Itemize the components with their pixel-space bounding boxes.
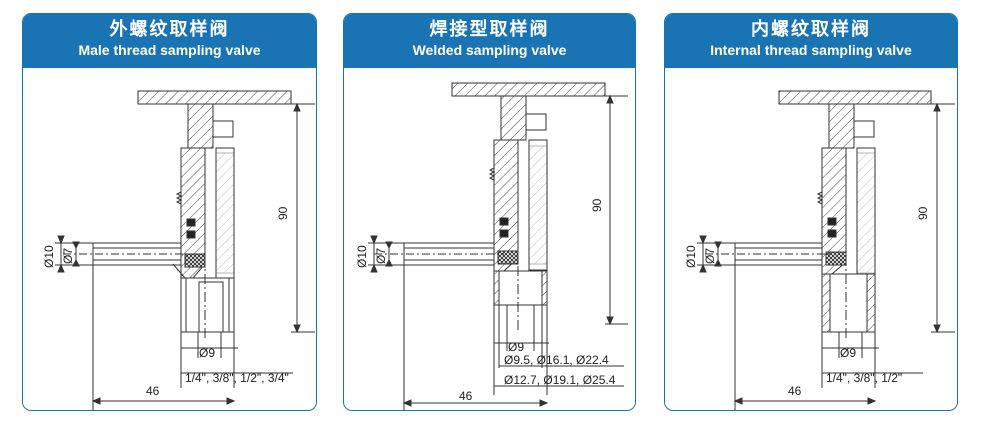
length-dim-label: 46 [788, 384, 802, 398]
card-title-en: Male thread sampling valve [78, 42, 261, 58]
outer-dia-label: Ø10 [355, 245, 369, 268]
thread-sizes-label: 1/4", 3/8", 1/2" [826, 371, 902, 385]
height-dim-label: 90 [916, 206, 930, 220]
gasket [497, 250, 519, 265]
thread-sizes-label: 1/4", 3/8", 1/2", 3/4" [185, 371, 289, 385]
bore-dia-label: Ø9 [840, 346, 856, 360]
weld-end [493, 270, 548, 306]
thread-socket [821, 273, 876, 333]
welded-valve-drawing: 90 Ø10 Ø7 Ø9 Ø9.5, Ø16.1, Ø22.4 Ø12.7, Ø… [355, 82, 628, 410]
length-dim-label: 46 [146, 384, 160, 398]
seal-ring [186, 218, 196, 227]
inner-dia-label: Ø7 [61, 248, 75, 264]
seal-ring [499, 217, 509, 226]
stem-neck [828, 103, 855, 149]
card-title-cn: 内螺纹取样阀 [751, 19, 871, 40]
internal-thread-valve-drawing: 90 Ø10 Ø7 Ø9 1/4", 3/8", 1/2" 46 [684, 90, 955, 410]
card-title-en: Welded sampling valve [412, 42, 567, 58]
outer-dia-label: Ø10 [684, 245, 698, 268]
stem-neck [500, 95, 527, 141]
weld-sizes-1-label: Ø9.5, Ø16.1, Ø22.4 [504, 353, 609, 367]
height-dim-label: 90 [276, 206, 290, 220]
handle [778, 90, 932, 105]
bore-dia-label: Ø9 [199, 346, 215, 360]
seal-ring [827, 217, 837, 226]
card-title-cn: 焊接型取样阀 [429, 19, 550, 40]
outer-dia-label: Ø10 [42, 245, 56, 268]
card-title-cn: 外螺纹取样阀 [109, 19, 230, 40]
height-dim-label: 90 [590, 198, 604, 212]
card-title-en: Internal thread sampling valve [710, 42, 912, 58]
length-dim-label: 46 [459, 389, 473, 403]
card-welded: 焊接型取样阀 Welded sampling valve [343, 13, 636, 411]
weld-sizes-2-label: Ø12.7, Ø19.1, Ø25.4 [504, 373, 616, 387]
inner-dia-label: Ø7 [703, 248, 717, 264]
gasket [184, 253, 206, 268]
card-header: 外螺纹取样阀 Male thread sampling valve [23, 14, 316, 68]
inner-dia-label: Ø7 [374, 248, 388, 264]
handle [137, 90, 292, 105]
card-header: 焊接型取样阀 Welded sampling valve [344, 14, 635, 68]
stem-neck [187, 103, 214, 149]
card-male-thread: 外螺纹取样阀 Male thread sampling valve [22, 13, 317, 411]
card-header: 内螺纹取样阀 Internal thread sampling valve [665, 14, 957, 68]
handle [451, 82, 606, 97]
card-internal-thread: 内螺纹取样阀 Internal thread sampling valve [664, 13, 958, 411]
male-thread-valve-drawing: 90 Ø10 Ø7 Ø9 1/4", 3/8", 1/2", 3/4" 46 [42, 90, 315, 410]
bore-dia-label: Ø9 [508, 340, 524, 354]
